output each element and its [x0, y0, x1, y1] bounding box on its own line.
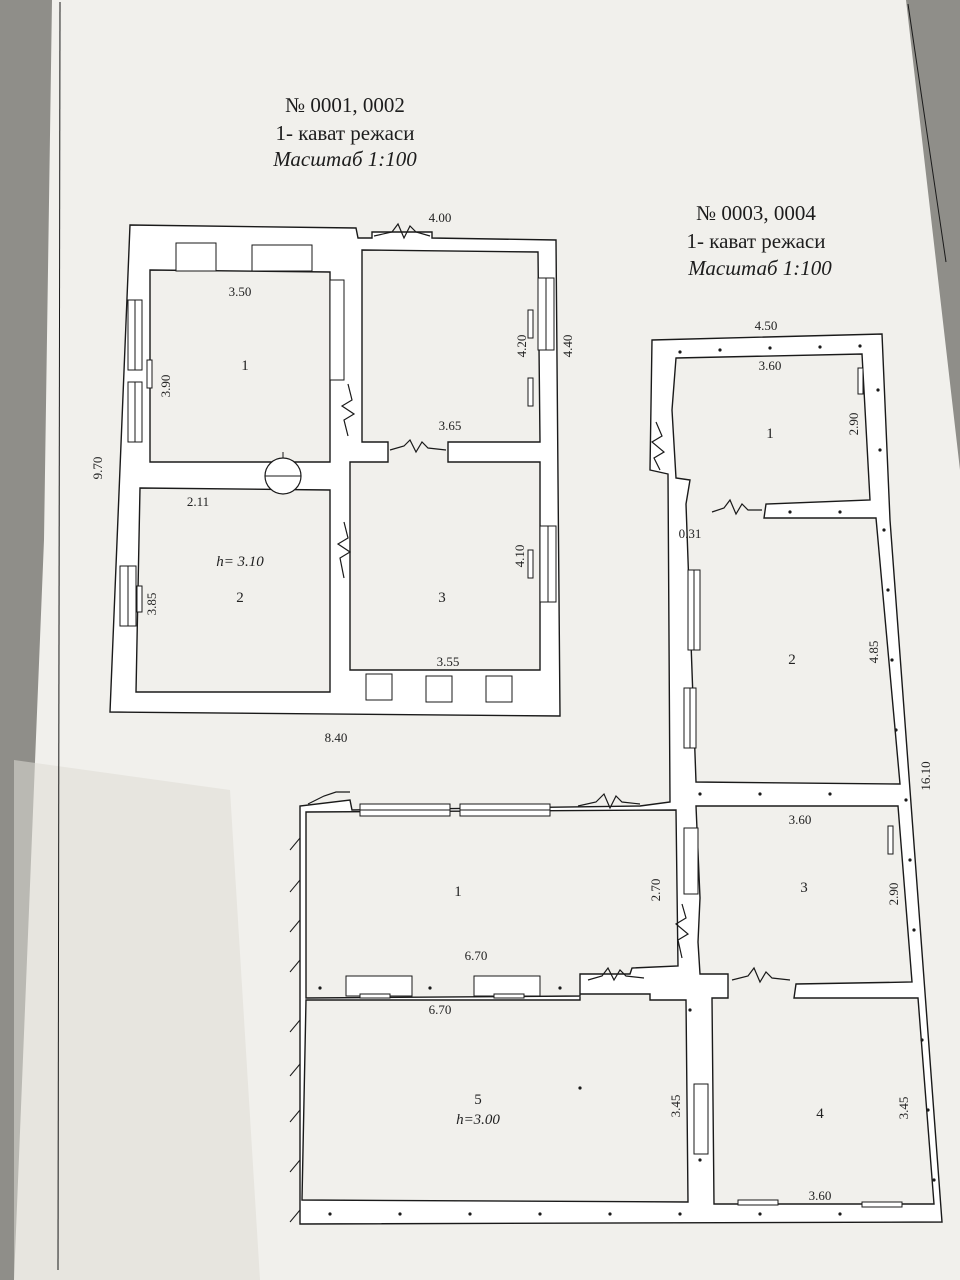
plan-b-outer-wall: [299, 333, 943, 1225]
room-b-label-3: 3: [800, 880, 808, 896]
room-b-label-5: 5: [474, 1092, 482, 1108]
partition-room4: [693, 1083, 709, 1155]
dim-room3-height: 4.10: [512, 545, 527, 568]
door-b-room4: [731, 966, 791, 984]
dim-b-room5-height: 3.45: [668, 1095, 683, 1118]
dim-b-right-total: 16.10: [918, 761, 933, 790]
dim-b-room3-height: 2.90: [886, 883, 901, 906]
window-mark-b5: [737, 1199, 779, 1206]
paper-shadow: [14, 760, 260, 1280]
sheet-border: [57, 1, 61, 1271]
room-b-label-2: 2: [788, 652, 796, 668]
dim-b-room2-height: 4.85: [866, 641, 881, 664]
door-top: [373, 222, 431, 240]
dim-b-room1-width: 3.60: [759, 358, 782, 373]
plan-a-outer-wall: [109, 224, 561, 717]
sheet-border-right: [907, 3, 947, 263]
fixture-2: [425, 675, 453, 703]
dim-right-inner: 4.20: [514, 335, 529, 358]
dim-room1-width: 3.50: [229, 284, 252, 299]
room-b-label-1: 1: [766, 426, 774, 442]
fixture-1: [365, 673, 393, 701]
window-hall-mid-1: [345, 975, 413, 997]
paper-sheet: [14, 0, 960, 1280]
plan-a-scale: Масштаб 1:100: [272, 147, 417, 171]
plan-b-number: № 0003, 0004: [696, 201, 816, 225]
dim-top: 4.00: [429, 210, 452, 225]
door-b-corridor: [674, 903, 690, 959]
plan-b-scale: Масштаб 1:100: [687, 256, 832, 280]
door-b-room1: [650, 421, 666, 471]
door-room2: [336, 521, 352, 579]
dim-b-room4-height: 3.45: [896, 1097, 911, 1120]
door-b-hall: [577, 792, 641, 810]
window-mark-5: [527, 549, 534, 579]
door-room1: [340, 383, 356, 437]
dim-room3-width: 3.55: [437, 654, 460, 669]
dim-b-top-outer: 4.50: [755, 318, 778, 333]
plan-a-drawing: 4.00 3.50 3.90 4.20 4.40 3.65 9.70 2.11 …: [90, 210, 575, 745]
dim-b-room3-width: 3.60: [789, 812, 812, 827]
room-label-1: 1: [241, 358, 249, 374]
wall-markers: [318, 344, 936, 1216]
window-mark-b4: [887, 825, 894, 855]
room-b-label-4: 4: [816, 1106, 824, 1122]
dim-room2-height: 3.85: [144, 593, 159, 616]
fixture-sink: [251, 244, 313, 272]
door-room3: [389, 438, 447, 454]
dim-b-room1-height: 2.90: [846, 413, 861, 436]
dim-left-total: 9.70: [90, 457, 105, 480]
fixture-stove: [175, 242, 217, 272]
partition-room3: [683, 827, 699, 895]
fixture-3: [485, 675, 513, 703]
window-mark-b6: [861, 1201, 903, 1208]
plan-b-floor: 1- кават режаси: [686, 229, 825, 253]
height-note-b: h=3.00: [456, 1112, 500, 1128]
dim-mid: 3.65: [439, 418, 462, 433]
exterior-hatch: [289, 837, 301, 1223]
window-mark-b2: [493, 993, 525, 999]
window-mark-b3: [857, 367, 864, 395]
window-mark-4: [527, 377, 534, 407]
dim-right-outer: 4.40: [560, 335, 575, 358]
dim-b-room4-width: 3.60: [809, 1188, 832, 1203]
room-label-3: 3: [438, 590, 446, 606]
window-mark-1: [146, 359, 153, 389]
room-b-label-hall1: 1: [454, 884, 462, 900]
window-hall-mid-2: [473, 975, 541, 997]
window-mark-3: [527, 309, 534, 339]
dim-b-hall-lower: 6.70: [429, 1002, 452, 1017]
height-note-a: h= 3.10: [216, 554, 264, 570]
dim-b-stair: 0.31: [679, 526, 702, 541]
room-label-2: 2: [236, 590, 244, 606]
door-b-entrance: [307, 791, 350, 805]
window-mark-b1: [359, 993, 391, 999]
plan-a-number: № 0001, 0002: [285, 93, 405, 117]
dim-b-corridor: 2.70: [648, 879, 663, 902]
dim-room2-width: 2.11: [187, 494, 209, 509]
plan-b-drawing: 4.50 3.60 2.90 0.31 4.85 16.10 3.60 2.90…: [289, 318, 943, 1225]
dim-room1-height: 3.90: [158, 375, 173, 398]
door-b-room5: [587, 966, 645, 982]
partition-upper: [329, 279, 345, 381]
window-mark-2: [136, 585, 143, 613]
door-b-room2: [711, 498, 762, 516]
dim-b-hall-upper: 6.70: [465, 948, 488, 963]
dim-bottom-total: 8.40: [325, 730, 348, 745]
plan-a-floor: 1- кават режаси: [275, 121, 414, 145]
